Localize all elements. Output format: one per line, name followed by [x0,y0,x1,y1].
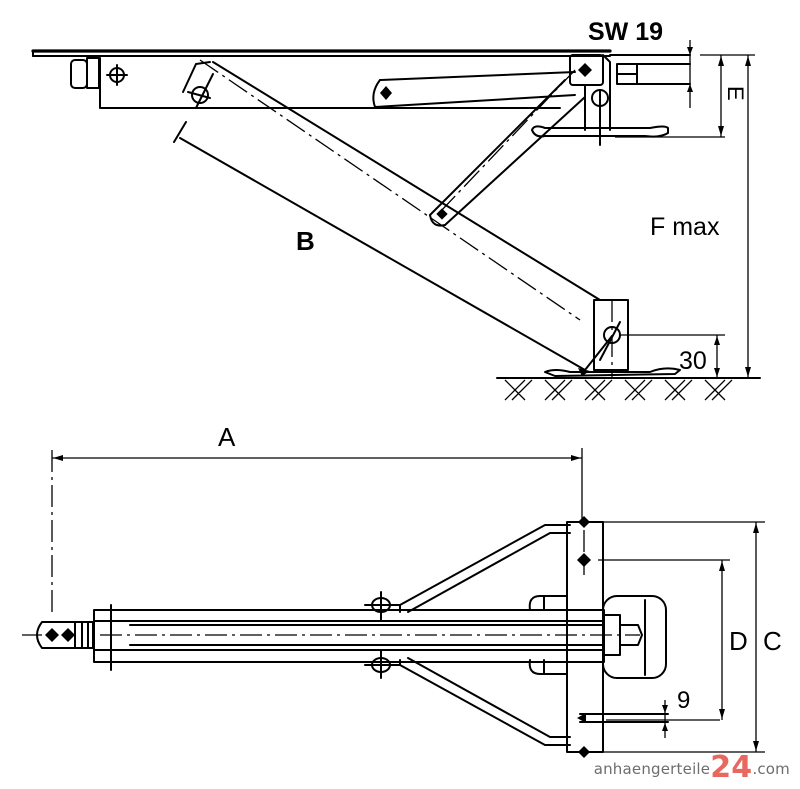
strut-pivot-icon [436,208,448,220]
side-view: SW 19 E F max B [31,18,761,401]
c-label: C [763,626,782,656]
crank-link [372,71,576,108]
watermark-suffix: .com [752,760,790,778]
e-dimension [615,54,755,138]
watermark: anhaengerteile24.com [593,753,790,783]
watermark-prefix: anhaengerteile [593,760,711,778]
support-strut [429,69,586,227]
left-pivot-pin-icon [106,64,128,86]
v-bracing [399,524,571,746]
frame-rail [31,49,691,57]
sw-label: SW 19 [588,18,663,46]
fmax-dimension [745,55,751,378]
fmax-label: F max [650,213,720,241]
watermark-number: 24 [710,750,753,785]
a-label: A [218,422,236,452]
e-label: E [723,86,748,101]
clamp-pivot [364,591,401,679]
crank-housing [528,595,667,679]
b-label: B [296,226,315,256]
hole-dimension [577,700,720,738]
leg-arm [173,59,601,371]
sw-dimension [687,40,693,108]
d-dimension [598,559,730,720]
ground-hatch [496,377,761,401]
a-dimension [51,448,583,615]
crank-pivot-icon [380,86,392,100]
top-view: A [22,422,782,758]
main-tube [93,604,640,671]
ground-foot [544,299,681,378]
tube-end-eye [22,621,94,649]
c-dimension [600,521,765,753]
hole-label: 9 [677,687,690,714]
left-mount-bracket [70,57,561,109]
stowed-foot-plate [531,125,669,138]
leg-pivot-icon [187,73,214,109]
d-label: D [729,626,748,656]
ground-clearance-label: 30 [679,347,707,375]
ground-clearance-dimension [620,334,725,378]
crank-head [569,54,691,146]
